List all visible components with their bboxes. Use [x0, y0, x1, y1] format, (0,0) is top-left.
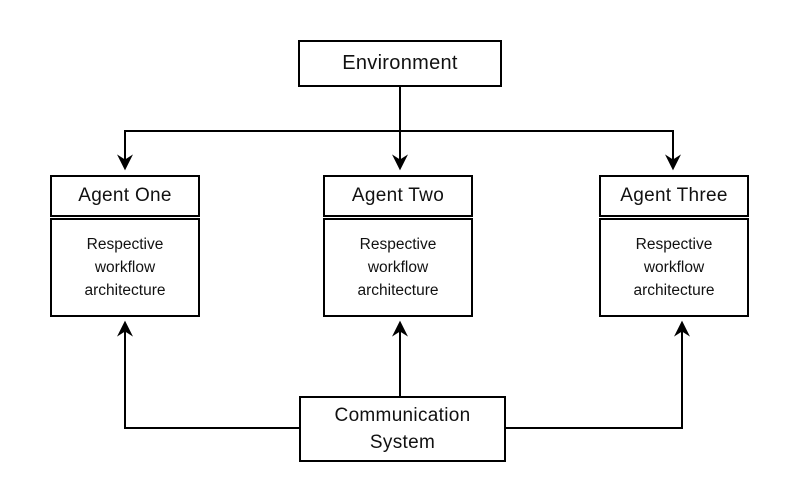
environment-node: Environment — [298, 40, 502, 87]
communication-system-node: Communication System — [299, 396, 506, 462]
connector-environment-to-agent-three — [400, 130, 681, 171]
agent-one-node: Agent One Respective workflow architectu… — [50, 175, 200, 317]
agent-two-node: Agent Two Respective workflow architectu… — [323, 175, 473, 317]
agent-two-title: Agent Two — [323, 175, 473, 217]
communication-system-label: Communication System — [334, 405, 471, 453]
agent-two-description: Respective workflow architecture — [323, 218, 473, 317]
agent-one-title: Agent One — [50, 175, 200, 217]
environment-label: Environment — [342, 52, 458, 74]
agent-three-title: Agent Three — [599, 175, 749, 217]
agent-three-description: Respective workflow architecture — [599, 218, 749, 317]
connector-environment-to-agent-one — [117, 130, 400, 171]
connector-communication-to-agent-three — [506, 320, 690, 429]
connector-communication-to-agent-one — [117, 320, 299, 429]
agent-one-description: Respective workflow architecture — [50, 218, 200, 317]
agent-three-node: Agent Three Respective workflow architec… — [599, 175, 749, 317]
